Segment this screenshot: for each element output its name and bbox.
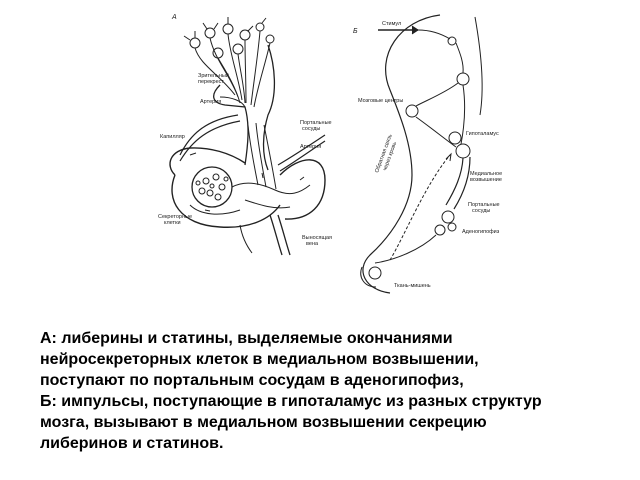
panel-b-letter: Б — [353, 28, 358, 35]
caption-line: мозга, вызывают в медиальном возвышении … — [40, 414, 487, 431]
caption-line: А: либерины и статины, выделяемые оконча… — [40, 330, 453, 347]
label-outflow-vein-2: вена — [306, 241, 319, 247]
label-stimulus: Стимул — [382, 21, 401, 27]
neurosecretory-neurons — [183, 17, 275, 108]
label-brain-centers: Мозговые центры — [358, 98, 403, 104]
label-portal-vessels-b-1: Портальные — [468, 202, 500, 208]
label-secretory-cells-1: Секреторные — [158, 214, 192, 220]
label-outflow-vein-1: Выносящая — [302, 235, 332, 241]
label-capillary: Капилляр — [160, 134, 185, 140]
caption-line: Б: импульсы, поступающие в гипоталамус и… — [40, 393, 542, 410]
figure-svg: А — [158, 14, 502, 294]
neuroendocrine-figure: А — [150, 5, 530, 300]
label-target-tissue: Ткань-мишень — [394, 283, 431, 289]
label-optic-chiasm-1: Зрительный — [198, 72, 229, 79]
panel-b-diagram: Б — [353, 14, 483, 294]
capillary-cluster — [191, 166, 233, 208]
label-adenohypophysis: Аденогипофиз — [462, 229, 500, 235]
panel-a-diagram: А — [169, 14, 326, 256]
figure-caption: А: либерины и статины, выделяемые оконча… — [40, 328, 620, 454]
label-median-eminence-1: Медиальное — [470, 171, 502, 177]
label-artery-right: Артерия — [300, 144, 321, 150]
label-hypothalamus: Гипоталамус — [466, 131, 499, 137]
panel-a-letter: А — [171, 14, 177, 21]
label-optic-chiasm-2: перекрест — [198, 79, 224, 85]
caption-line: либеринов и статинов. — [40, 435, 224, 452]
label-portal-vessels-a-1: Портальные — [300, 120, 332, 126]
label-artery-left: Артерия — [200, 99, 221, 105]
caption-line: поступают по портальным сосудам в аденог… — [40, 372, 464, 389]
label-secretory-cells-2: клетки — [164, 220, 181, 226]
caption-line: нейросекреторных клеток в медиальном воз… — [40, 351, 479, 368]
label-portal-vessels-a-2: сосуды — [302, 126, 320, 132]
panel-a-labels: Зрительный перекрест Артерия Портальные … — [158, 72, 332, 247]
label-portal-vessels-b-2: сосуды — [472, 208, 490, 214]
label-median-eminence-2: возвышение — [470, 177, 502, 183]
